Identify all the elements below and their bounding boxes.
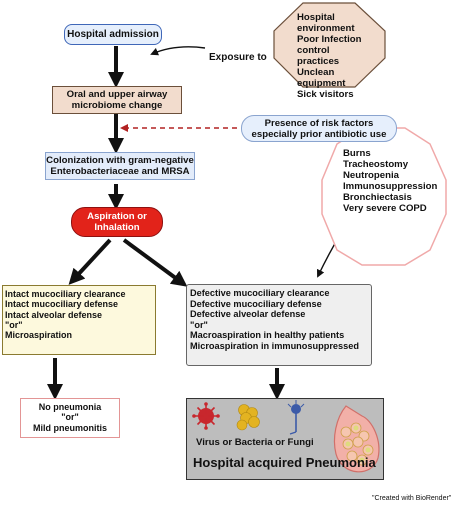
pathogen-illustrations bbox=[192, 400, 380, 473]
aspiration-box: Aspiration or Inhalation bbox=[71, 207, 163, 237]
biorender-credit: "Created with BioRender" bbox=[372, 495, 452, 502]
colonization-box: Colonization with gram-negative Enteroba… bbox=[45, 152, 195, 180]
intact-defense-box: Intact mucociliary clearance Intact muco… bbox=[2, 285, 156, 355]
no-pneumonia-box: No pneumonia "or" Mild pneumonitis bbox=[20, 398, 120, 438]
virus-icon bbox=[192, 402, 220, 430]
hap-title: Hospital acquired Pneumonia bbox=[193, 455, 376, 470]
environment-hexagon bbox=[273, 2, 386, 88]
arrow-aspiration-to-intact bbox=[68, 238, 112, 285]
alveoli-icon bbox=[333, 405, 380, 473]
conditions-octagon bbox=[321, 127, 447, 266]
bacteria-icon bbox=[236, 404, 260, 431]
fungus-icon bbox=[287, 400, 305, 435]
hospital-admission-box: Hospital admission bbox=[64, 24, 162, 45]
pathogen-label: Virus or Bacteria or Fungi bbox=[196, 437, 314, 448]
arrow-aspiration-to-defective bbox=[122, 238, 188, 287]
conditions-text: Burns Tracheostomy Neutropenia Immunosup… bbox=[343, 148, 438, 215]
exposure-label: Exposure to bbox=[209, 52, 267, 63]
environment-text: Hospital environment Poor Infection cont… bbox=[297, 12, 362, 101]
arrow-exposure bbox=[150, 46, 206, 56]
oral-microbiome-box: Oral and upper airway microbiome change bbox=[52, 86, 182, 114]
risk-factors-box: Presence of risk factors especially prio… bbox=[241, 115, 397, 142]
defective-defense-box: Defective mucociliary clearance Defectiv… bbox=[186, 284, 372, 366]
